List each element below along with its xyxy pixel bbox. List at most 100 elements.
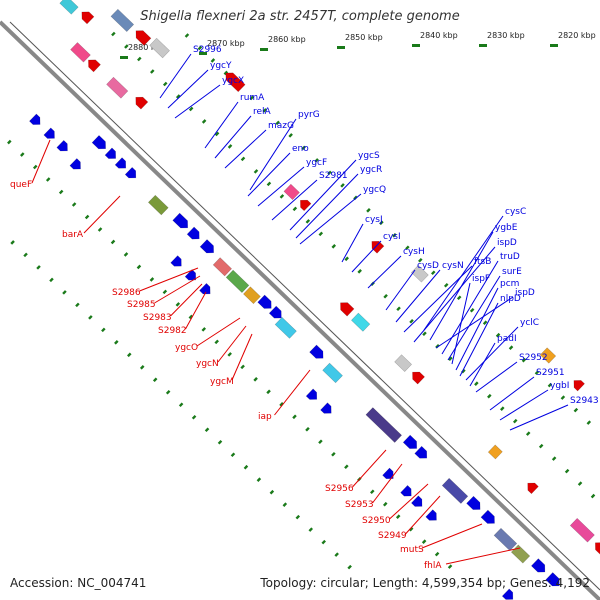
guide-dash (71, 202, 77, 207)
forward-gene-block (199, 283, 211, 295)
forward-gene-label: ygcY (210, 61, 232, 71)
forward-gene-block (382, 467, 394, 479)
guide-dash (227, 352, 232, 357)
reverse-gene-block (527, 482, 539, 495)
guide-dash (240, 364, 245, 370)
forward-gene-label: ispD (515, 288, 535, 298)
gene-callout-line (249, 118, 297, 191)
gene-callout-line (469, 342, 496, 387)
reverse-gene-block (569, 517, 595, 543)
forward-gene-block (545, 572, 560, 587)
forward-gene-label: surE (502, 267, 522, 277)
forward-gene-label: yclC (520, 318, 539, 328)
reverse-gene-block (300, 199, 312, 212)
reverse-gene-label: fhlA (424, 561, 442, 571)
forward-gene-label: cysN (442, 261, 464, 271)
reverse-gene-label: S2953 (345, 500, 374, 510)
reverse-gene-label: iap (258, 412, 272, 422)
kbp-tick-mark (337, 46, 345, 49)
guide-dash (243, 464, 249, 470)
forward-gene-block (184, 269, 197, 281)
gene-callout-line (196, 317, 241, 347)
guide-dash (564, 468, 570, 474)
kbp-tick-mark (199, 52, 207, 55)
guide-dash (447, 564, 453, 569)
guide-dash (20, 152, 25, 157)
reverse-gene-block (135, 30, 152, 46)
gene-callout-line (445, 547, 521, 565)
gene-callout-line (224, 129, 267, 169)
reverse-gene-block (573, 380, 585, 392)
guide-dash (383, 501, 388, 507)
gene-callout-line (167, 69, 209, 109)
gene-callout-line (274, 369, 311, 416)
guide-dash (487, 393, 492, 399)
guide-dash (165, 390, 171, 395)
forward-gene-label: S2981 (319, 171, 348, 181)
reverse-gene-block (110, 8, 135, 33)
guide-dash (443, 282, 449, 288)
forward-gene-label: mazG (268, 121, 294, 131)
forward-gene-label: pcm (500, 279, 519, 289)
gene-callout-line (185, 291, 207, 330)
forward-gene-label: cysD (417, 261, 439, 271)
forward-gene-block (274, 316, 297, 339)
kbp-tick-label: 2850 kbp (345, 33, 383, 42)
guide-dash (279, 194, 285, 199)
guide-dash (434, 551, 440, 557)
forward-gene-block (29, 113, 41, 125)
guide-dash (379, 220, 384, 226)
guide-dash (534, 370, 540, 375)
kbp-tick-mark (260, 48, 268, 51)
reverse-gene-label: S2983 (143, 313, 172, 323)
forward-gene-block (172, 212, 188, 229)
guide-dash (347, 564, 352, 570)
gene-callout-line (509, 404, 569, 431)
guide-dash (331, 451, 336, 457)
guide-dash (482, 320, 488, 325)
guide-dash (111, 31, 116, 37)
guide-dash (521, 357, 527, 363)
guide-dash (340, 183, 345, 188)
gene-callout-line (289, 159, 357, 231)
forward-gene-block (322, 362, 343, 384)
forward-gene-label: cysJ (365, 215, 383, 225)
guide-dash (448, 356, 453, 361)
genome-summary-text: Topology: circular; Length: 4,599,354 bp… (260, 576, 590, 590)
guide-dash (305, 427, 310, 432)
gene-callout-line (459, 302, 499, 377)
gene-callout-line (170, 283, 203, 317)
gene-callout-line (271, 179, 318, 221)
reverse-gene-label: S2950 (362, 516, 391, 526)
forward-gene-label: cysI (383, 232, 401, 242)
guide-dash (512, 418, 518, 424)
kbp-tick-label: 2880 kbp (128, 43, 166, 52)
guide-dash (573, 407, 579, 413)
forward-gene-label: pyrG (298, 110, 320, 120)
accession-text: Accession: NC_004741 (10, 576, 147, 590)
forward-gene-block (91, 135, 106, 150)
guide-dash (327, 170, 332, 176)
guide-dash (469, 307, 475, 313)
forward-gene-label: rumA (240, 93, 265, 103)
forward-gene-label: cysH (403, 247, 425, 257)
guide-dash (547, 382, 553, 388)
guide-dash (201, 327, 207, 332)
gene-feature-layer (29, 0, 600, 600)
gene-callout-line (247, 152, 291, 197)
forward-gene-label: truD (500, 252, 520, 262)
guide-dash (97, 227, 103, 232)
gene-callout-line (429, 231, 494, 341)
kbp-tick-mark (412, 44, 420, 47)
forward-gene-label: eno (292, 144, 309, 154)
guide-dash (525, 431, 531, 436)
guide-dash (269, 489, 275, 495)
guide-dash (266, 181, 272, 187)
guide-dash (395, 514, 401, 519)
forward-gene-block (305, 388, 318, 400)
guide-dash (114, 340, 119, 345)
kbp-tick-mark (550, 44, 558, 47)
forward-gene-block (466, 495, 481, 510)
guide-dash (10, 240, 15, 245)
guide-dash (266, 389, 271, 395)
